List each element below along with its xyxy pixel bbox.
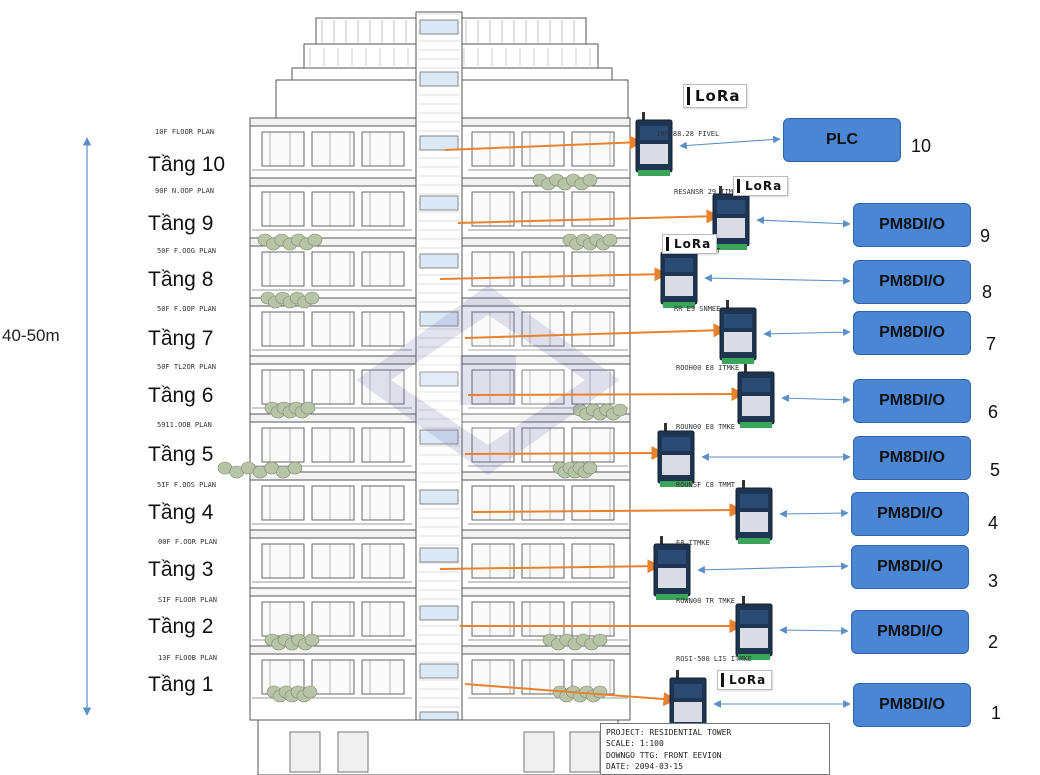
floor-number: 8: [982, 282, 993, 302]
plan-note: ROOH00 E8 ITMKE: [676, 364, 740, 372]
title-scale: SCALE: 1:100: [606, 739, 664, 748]
floor-plan-label: 5911.OOB PLAN: [157, 421, 212, 429]
floor-plan-label: 50F F.OOP PLAN: [157, 305, 217, 313]
floor-label: Tầng 3: [148, 558, 214, 581]
pm8dio-box: PM8DI/O: [853, 203, 971, 247]
floor-plan-label: 13F FLOOB PLAN: [158, 654, 218, 662]
signal-arrow: [439, 559, 662, 574]
floor-label: Tầng 2: [148, 615, 214, 638]
pm8dio-box: PM8DI/O: [853, 436, 971, 480]
floor-number: 4: [988, 513, 999, 533]
floor-label: Tầng 8: [148, 268, 214, 291]
device-link-arrow: [779, 509, 849, 518]
lora-badge: LoRa: [717, 670, 773, 690]
lora-text: LoRa: [729, 673, 767, 687]
lora-bar-icon: [666, 237, 669, 251]
pm8dio-box: PM8DI/O: [853, 311, 971, 355]
plan-note: E8 ITMKE: [676, 539, 710, 547]
floor-plan-label: 90F N.OOP PLAN: [155, 187, 215, 195]
lora-badge: LoRa: [683, 84, 747, 108]
device-link-arrow: [756, 216, 851, 228]
lora-module-icon: [635, 112, 673, 176]
floor-number: 9: [980, 226, 991, 246]
lora-module-icon: [657, 423, 695, 487]
title-block: PROJECT: RESIDENTIAL TOWER SCALE: 1:100 …: [600, 723, 830, 775]
floor-plan-label: SIF FLOOR PLAN: [158, 596, 218, 604]
pm8dio-box: PM8DI/O: [853, 683, 971, 727]
device-link-arrow: [679, 135, 781, 150]
signal-arrow: [457, 209, 721, 224]
floor-label: Tầng 5: [148, 443, 214, 466]
lora-devices: [635, 112, 775, 734]
plan-note: ROSI-500 LIS ITMKE: [676, 655, 752, 663]
floor-plan-label: 00F F.OOR PLAN: [158, 538, 218, 546]
floor-number: 5: [990, 460, 1001, 480]
floor-label: Tầng 1: [148, 673, 214, 696]
plc-box: PLC: [783, 118, 901, 162]
floor-label: Tầng 6: [148, 384, 214, 407]
lora-module-icon: [653, 536, 691, 600]
title-drawing: DOWNGO TTG: FRONT EEVION: [606, 751, 722, 760]
lora-text: LoRa: [695, 87, 741, 105]
lora-badge: LoRa: [662, 234, 718, 254]
floor-label: Tầng 9: [148, 212, 214, 235]
plan-note: ROUNSF C8 TMMT: [676, 481, 736, 489]
lora-bar-icon: [687, 87, 690, 105]
signal-arrow: [439, 267, 669, 282]
plan-note: 10F 88.28 FIVEL: [656, 130, 720, 138]
lora-module-icon: [660, 244, 698, 308]
signal-arrows: [439, 135, 851, 708]
floor-plan-label: 50F TL2OR PLAN: [157, 363, 217, 371]
pm8dio-box: PM8DI/O: [851, 610, 969, 654]
signal-arrow: [444, 135, 644, 151]
floor-plan-label: 10F FLOOR PLAN: [155, 128, 215, 136]
floor-label: Tầng 7: [148, 327, 214, 350]
lora-text: LoRa: [745, 179, 783, 193]
title-project: PROJECT: RESIDENTIAL TOWER: [606, 728, 732, 737]
floor-plan-label: 50F F.OOG PLAN: [157, 247, 217, 255]
floor-number: 6: [988, 402, 999, 422]
floor-number: 10: [911, 136, 932, 156]
floor-number: 1: [991, 703, 1002, 723]
lora-module-icon: [735, 480, 773, 544]
lora-module-icon: [737, 364, 775, 428]
signal-arrow: [467, 387, 746, 402]
pm8dio-box: PM8DI/O: [853, 260, 971, 304]
lora-bar-icon: [721, 673, 724, 687]
lora-bar-icon: [737, 179, 740, 193]
device-link-arrow: [779, 626, 849, 635]
floor-label: Tầng 10: [148, 153, 226, 176]
pm8dio-box: PM8DI/O: [853, 379, 971, 423]
floor-number: 3: [988, 571, 999, 591]
device-link-arrow: [704, 274, 851, 285]
signal-arrow: [471, 503, 744, 518]
floor-label: Tầng 4: [148, 501, 214, 524]
plan-note: ROWN00 TR TMKE: [676, 597, 736, 605]
height-label: 40-50m: [2, 326, 60, 345]
floor-number: 7: [986, 334, 997, 354]
device-link-arrow: [763, 328, 851, 338]
signal-arrow: [464, 323, 728, 339]
lora-badge: LoRa: [733, 176, 789, 196]
plan-note: ROUN00 E8 TMKE: [676, 423, 736, 431]
lora-text: LoRa: [674, 237, 712, 251]
floor-number: 2: [988, 632, 999, 652]
device-link-arrow: [781, 394, 851, 404]
signal-arrow: [464, 446, 666, 461]
plan-note: RESANSR 29 ITMKE: [674, 188, 742, 196]
pm8dio-box: PM8DI/O: [851, 492, 969, 536]
watermark-logo: [356, 285, 620, 475]
pm8dio-box: PM8DI/O: [851, 545, 969, 589]
signal-arrow: [464, 683, 678, 707]
plan-note: RR E9 SNMEE: [674, 305, 721, 313]
lora-module-icon: [712, 186, 750, 250]
title-date: DATE: 2094-03-15: [606, 762, 684, 771]
floor-plan-label: 5IF F.OOS PLAN: [157, 481, 217, 489]
device-link-arrow: [697, 562, 849, 574]
lora-module-icon: [735, 596, 773, 660]
lora-module-icon: [719, 300, 757, 364]
